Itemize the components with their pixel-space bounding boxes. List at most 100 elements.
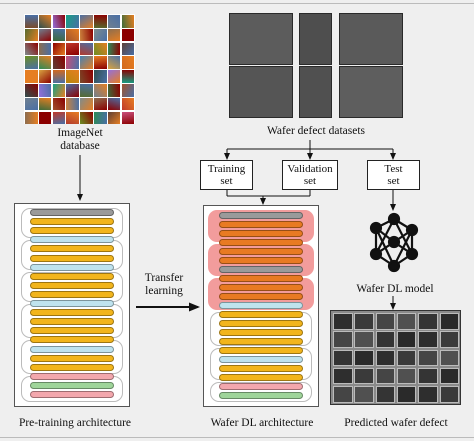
predicted-wafer-image [418,349,438,367]
imagenet-thumbnail [121,42,135,56]
layer-bar [30,245,114,253]
layer-bar [30,272,114,280]
wafer-image [339,13,403,65]
imagenet-label-line1: ImageNet [57,127,103,139]
layer-bar [219,221,303,228]
predicted-wafer-image [418,386,438,403]
imagenet-thumbnail [80,70,93,83]
imagenet-thumbnail [94,97,107,111]
predicted-wafer-image [396,313,417,330]
imagenet-thumbnail [38,56,52,69]
wafer-arch-caption: Wafer DL architecture [210,417,314,429]
imagenet-thumbnail [107,111,121,125]
imagenet-thumbnail [107,15,121,28]
imagenet-thumbnail [38,15,52,28]
training-set-line1: Training [207,163,246,175]
imagenet-thumbnail [80,56,93,69]
pretraining-architecture [14,203,130,407]
imagenet-thumbnail [121,97,135,111]
wafer-image [299,66,332,118]
layer-bar [219,284,303,291]
wafer-dl-model-label: Wafer DL model [356,283,434,295]
layer-bar [219,302,303,309]
predicted-wafer-image [439,367,459,385]
imagenet-thumbnail [52,70,66,83]
layer-bar [219,293,303,300]
layer-bar [30,281,114,289]
imagenet-thumbnail [66,42,79,56]
predicted-wafer-image [375,349,396,367]
imagenet-thumbnail [94,56,107,69]
imagenet-thumbnail [25,42,38,56]
layer-bar [30,300,114,307]
imagenet-thumbnail [94,15,107,28]
layer-bar [219,347,303,354]
predicted-wafer-image [418,367,438,385]
layer-block [210,382,312,402]
predicted-wafer-image [439,331,459,348]
layer-bar [30,372,114,380]
imagenet-thumbnail [38,70,52,83]
predicted-wafer-grid [330,310,461,405]
predicted-wafer-image [439,313,459,330]
layer-bar [219,212,303,219]
imagenet-thumbnail [94,28,107,42]
imagenet-collage [24,14,135,125]
test-set-line2: set [387,175,400,187]
imagenet-thumbnail [38,84,52,97]
predicted-wafer-image [439,386,459,403]
predicted-wafer-image [333,331,353,348]
predicted-wafer-image [375,331,396,348]
test-set-box: Test set [367,160,420,190]
imagenet-thumbnail [38,42,52,56]
layer-bar [219,374,303,381]
bottom-rule [0,437,474,438]
imagenet-thumbnail [25,97,38,111]
validation-set-box: Validation set [282,160,338,190]
layer-bar [30,327,114,335]
imagenet-label-line2: database [60,140,100,152]
predicted-wafer-image [375,313,396,330]
imagenet-thumbnail [38,97,52,111]
imagenet-thumbnail [94,70,107,83]
predicted-wafer-image [396,331,417,348]
layer-bar [219,311,303,318]
imagenet-thumbnail [25,56,38,69]
imagenet-thumbnail [121,84,135,97]
predicted-wafer-image [396,386,417,403]
predicted-wafer-image [333,367,353,385]
imagenet-thumbnail [25,111,38,125]
imagenet-thumbnail [107,56,121,69]
predicted-wafer-image [333,349,353,367]
layer-bar [219,275,303,282]
imagenet-thumbnail [52,97,66,111]
imagenet-thumbnail [94,84,107,97]
predicted-wafer-image [354,331,374,348]
imagenet-thumbnail [38,111,52,125]
imagenet-thumbnail [52,111,66,125]
imagenet-thumbnail [66,84,79,97]
layer-bar [219,257,303,264]
layer-bar [30,309,114,317]
imagenet-thumbnail [66,56,79,69]
imagenet-thumbnail [121,15,135,28]
imagenet-thumbnail [121,70,135,83]
imagenet-thumbnail [80,15,93,28]
predicted-wafer-image [375,367,396,385]
imagenet-thumbnail [52,84,66,97]
wafer-datasets-label: Wafer defect datasets [266,125,366,137]
predicted-wafer-image [396,367,417,385]
layer-bar [219,392,303,399]
layer-bar [219,383,303,390]
test-set-line1: Test [384,163,403,175]
layer-bar [30,209,114,216]
imagenet-thumbnail [121,111,135,125]
imagenet-thumbnail [80,42,93,56]
predicted-wafer-image [418,313,438,330]
predicted-wafer-image [439,349,459,367]
imagenet-thumbnail [107,42,121,56]
imagenet-thumbnail [107,97,121,111]
layer-bar [219,239,303,246]
layer-bar [30,236,114,244]
